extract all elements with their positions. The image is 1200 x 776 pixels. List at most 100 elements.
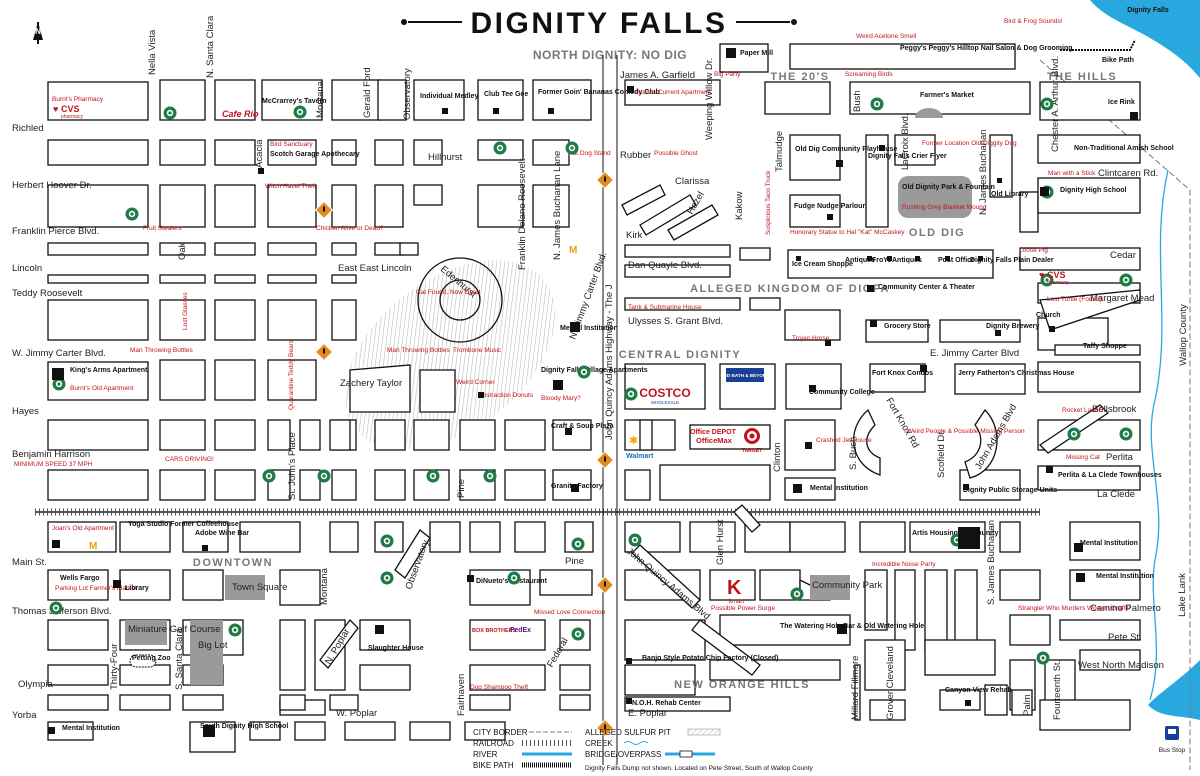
label-streets-zachery: Zachery Taylor — [340, 378, 402, 389]
city-block — [869, 699, 906, 721]
building-marker — [202, 545, 208, 551]
label-streets-eeast: East East Lincoln — [338, 263, 411, 274]
label-streets-fdr: Franklin Delano Roosevelt — [517, 158, 528, 270]
city-block — [214, 139, 256, 166]
city-block-diagonal — [631, 544, 701, 609]
city-block — [413, 184, 443, 206]
city-block — [47, 521, 117, 553]
city-block — [47, 694, 109, 711]
minigolf-block — [125, 620, 167, 645]
city-block — [239, 521, 301, 553]
label-places-library: Library — [125, 585, 149, 592]
city-block — [377, 79, 407, 121]
starbucks-icon — [571, 537, 585, 551]
label-places-man-throw2: Man Throwing Bottles — [387, 347, 450, 354]
label-places-brewery: Dignity Brewery — [986, 323, 1039, 330]
label-places-loose-pig: Loose Pig — [1019, 247, 1048, 254]
label-places-missed-love: Missed Love Connection — [534, 609, 606, 616]
warning-sign-icon — [596, 576, 614, 594]
city-block — [413, 419, 450, 451]
label-streets-pine: Pine — [456, 479, 467, 498]
city-block — [1079, 649, 1141, 671]
legend-river-label: RIVER — [473, 750, 498, 759]
label-places-screaming: Screaming Birds — [845, 71, 893, 78]
building-marker — [805, 442, 812, 449]
label-places-noise: Incredible Noise Party — [872, 561, 936, 568]
svg-text:BED BATH & BEYOND: BED BATH & BEYOND — [721, 373, 771, 378]
city-block — [869, 363, 926, 393]
city-block — [764, 81, 831, 115]
label-places-park-fountain: Old Dignity Park & Fountain — [902, 184, 995, 191]
svg-text:M: M — [89, 541, 97, 552]
label-streets-wpoplar: W. Poplar — [336, 708, 377, 719]
label-streets-ulysses: Ulysses S. Grant Blvd. — [628, 316, 723, 327]
label-places-donut: Distraction Donuts — [480, 392, 534, 399]
city-block — [47, 299, 149, 341]
building-marker — [825, 340, 831, 346]
city-block-diagonal — [319, 619, 359, 669]
building-marker — [793, 484, 802, 493]
cvs-logo-1: ♥ CVS pharmacy — [53, 104, 83, 120]
label-places-petting: Petting Zoo — [132, 655, 171, 662]
building-marker — [945, 256, 950, 261]
label-streets-glen: Glen Hurst — [715, 519, 726, 565]
svg-text:WHOLESALE: WHOLESALE — [651, 400, 679, 405]
city-block — [329, 694, 359, 711]
label-places-joans: Joan's Old Apartment — [52, 525, 114, 532]
label-districts-2: OLD DIG — [909, 227, 965, 239]
starbucks-icon — [317, 469, 331, 483]
city-block — [984, 684, 1008, 716]
city-block — [429, 521, 461, 553]
label-places-community-center: Community Center & Theater — [878, 284, 975, 291]
svg-text:Bus Stop: Bus Stop — [1159, 747, 1186, 754]
city-block — [989, 134, 1013, 198]
city-block — [399, 242, 419, 256]
city-block — [214, 469, 256, 501]
label-places-surge: Possible Power Surge — [711, 605, 775, 612]
city-block — [789, 43, 1016, 70]
city-block — [249, 721, 281, 741]
label-places-man-throw: Man Throwing Bottles — [130, 347, 193, 354]
building-marker — [113, 580, 121, 588]
svg-text:K: K — [727, 577, 742, 599]
label-places-trombone: Trombone Music — [453, 347, 502, 354]
city-block — [787, 249, 994, 279]
label-streets-bellsbrook: Bellsbrook — [1092, 404, 1137, 415]
city-block — [47, 469, 149, 501]
label-places-lost-turtle: Lost Turtle (Found) — [1047, 296, 1102, 303]
city-block — [514, 521, 546, 553]
starbucks-icon — [565, 141, 579, 155]
label-streets-scofield: Scofield Dr. — [936, 429, 947, 478]
city-block — [214, 359, 256, 401]
city-block — [331, 469, 357, 501]
building-marker — [1074, 543, 1083, 552]
city-block — [1037, 134, 1141, 164]
building-marker — [836, 160, 843, 167]
city-block — [159, 184, 206, 228]
city-block — [314, 619, 346, 691]
label-places-crier: Dignity Falls Crier Flyer — [868, 153, 947, 160]
building-marker — [375, 625, 384, 634]
label-places-ice-cream: Ice Cream Shoppe — [792, 261, 853, 268]
label-places-noh: N.O.H. Rehab Center — [632, 700, 701, 707]
legend-city-border-label: CITY BORDER — [473, 728, 528, 737]
city-block — [719, 614, 851, 646]
label-streets-hillhurst: Hillhurst — [428, 152, 463, 163]
city-block — [47, 139, 149, 166]
label-places-old-library: Old Library — [991, 191, 1028, 198]
city-block — [182, 694, 224, 711]
city-block — [939, 319, 1021, 343]
label-places-trojan: Trojan Horse — [792, 335, 830, 342]
city-block — [559, 664, 591, 691]
city-block — [739, 247, 771, 261]
label-streets-garfield: James A. Garfield — [620, 70, 695, 81]
label-places-individual: Individual Medley — [420, 93, 478, 100]
label-streets-njb: N. James Buchanan — [978, 129, 989, 215]
building-marker — [1130, 112, 1138, 120]
building-marker — [548, 108, 554, 114]
label-streets-minspeed: MINIMUM SPEED 37 MPH — [14, 461, 93, 468]
warning-sign-icon — [315, 343, 333, 361]
building-marker — [258, 168, 264, 174]
city-block — [459, 419, 496, 451]
label-districts-0: THE 20'S — [770, 71, 829, 83]
